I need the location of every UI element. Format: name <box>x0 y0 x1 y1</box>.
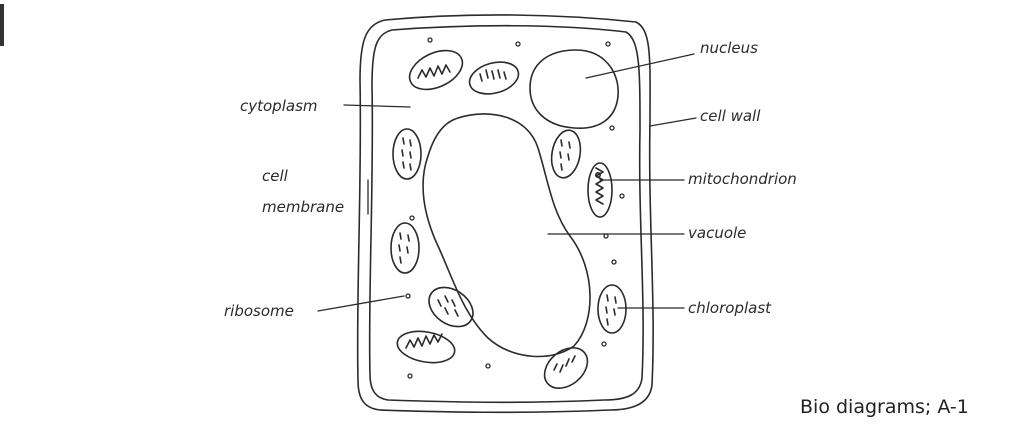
chloroplast-left-lower <box>390 222 420 274</box>
label-chloroplast: chloroplast <box>688 299 772 317</box>
label-ribosome: ribosome <box>224 302 294 320</box>
mitochondrion-right <box>587 162 613 218</box>
label-cell-wall: cell wall <box>700 107 761 125</box>
label-nucleus: nucleus <box>700 39 758 57</box>
mitochondrion-top <box>408 49 464 91</box>
leader-lines <box>317 53 697 312</box>
page-edge-mark <box>0 4 4 46</box>
label-membrane: membrane <box>262 198 344 216</box>
ribosomes <box>405 37 625 379</box>
chloroplast-center <box>428 286 474 328</box>
leader-cell-wall <box>649 117 697 127</box>
leader-nucleus <box>585 53 695 79</box>
leader-cytoplasm <box>343 104 411 108</box>
chloroplast-right <box>597 284 627 334</box>
label-vacuole: vacuole <box>688 224 746 242</box>
chloroplast-bottom <box>543 347 589 389</box>
label-cell: cell <box>262 167 289 185</box>
nucleus <box>529 49 619 129</box>
chloroplast-nucleus <box>550 129 582 179</box>
label-cytoplasm: cytoplasm <box>240 97 318 115</box>
caption: Bio diagrams; A-1 <box>800 396 969 418</box>
vacuole <box>422 113 591 358</box>
leader-ribosome <box>317 295 405 312</box>
chloroplast-top <box>468 61 520 95</box>
mitochondrion-bottom <box>396 330 456 364</box>
cell-membrane-outline <box>368 24 644 404</box>
chloroplast-left-upper <box>392 128 422 180</box>
cell-wall-outline <box>356 14 654 414</box>
label-mitochondrion: mitochondrion <box>688 170 797 188</box>
